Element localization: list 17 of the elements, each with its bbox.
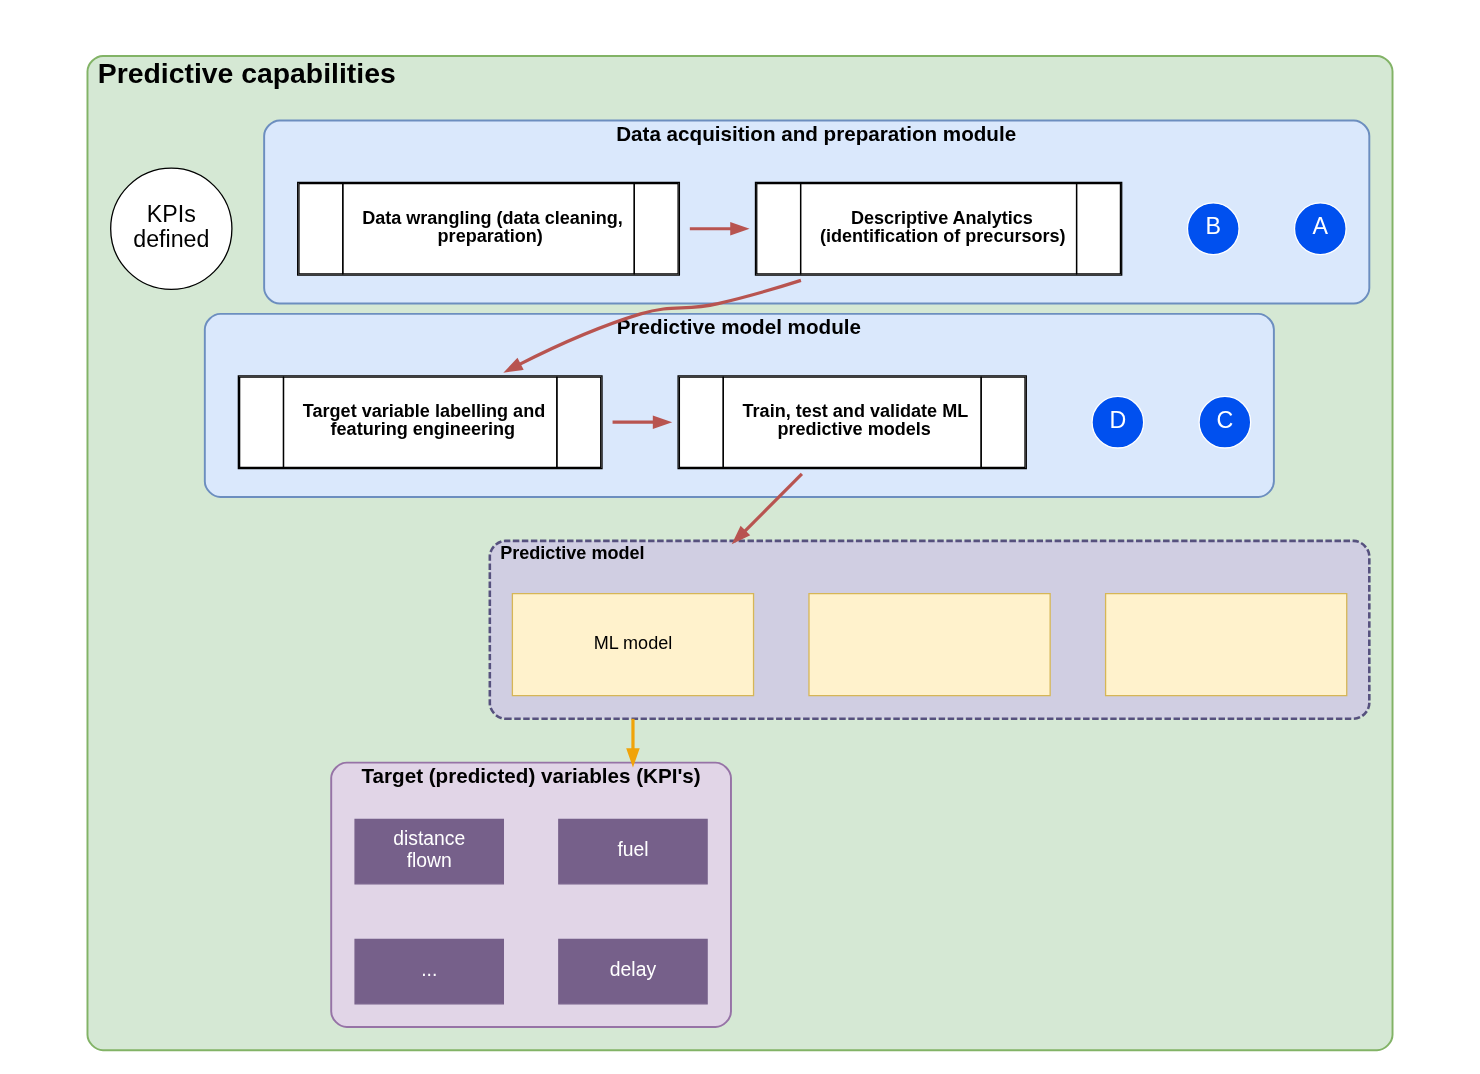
node-circle: D	[1091, 395, 1145, 449]
node-circle: KPIs defined	[110, 167, 233, 290]
arrow	[612, 415, 673, 429]
node-box: ML model	[511, 593, 755, 697]
arrow	[626, 718, 640, 768]
node-box	[808, 593, 1051, 697]
node-box: delay	[558, 938, 708, 1005]
node-circle: B	[1186, 202, 1240, 256]
arrow	[689, 222, 750, 236]
node-circle: A	[1293, 202, 1347, 256]
arrow	[503, 278, 802, 373]
node-circle: C	[1198, 395, 1252, 449]
node-box: ...	[354, 938, 504, 1005]
arrow	[731, 472, 804, 545]
node-box: distance flown	[354, 818, 504, 885]
node-box	[1104, 593, 1348, 697]
node-box: fuel	[558, 818, 708, 885]
